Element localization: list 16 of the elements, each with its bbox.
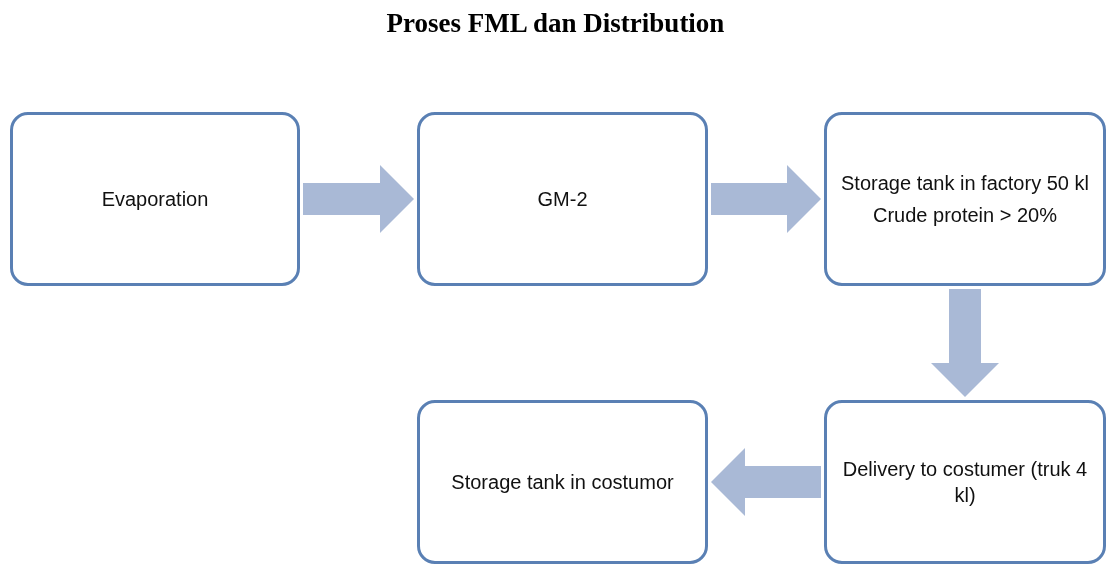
block-arrow (931, 289, 999, 397)
box-text: GM-2 (537, 187, 588, 212)
diagram-title: Proses FML dan Distribution (385, 8, 726, 39)
block-arrow (711, 165, 821, 233)
block-arrow (711, 448, 821, 516)
box-text: Crude protein > 20% (873, 203, 1057, 228)
process-box (417, 400, 708, 564)
process-box (417, 112, 708, 286)
box-text: Storage tank in factory 50 kl (841, 171, 1089, 196)
process-box (824, 112, 1106, 286)
box-text: Evaporation (101, 187, 209, 212)
block-arrow (303, 165, 414, 233)
process-box (10, 112, 300, 286)
box-text: Delivery to costumer (truk 4 kl) (841, 457, 1089, 508)
process-box (824, 400, 1106, 564)
box-text: Storage tank in costumor (451, 470, 674, 495)
